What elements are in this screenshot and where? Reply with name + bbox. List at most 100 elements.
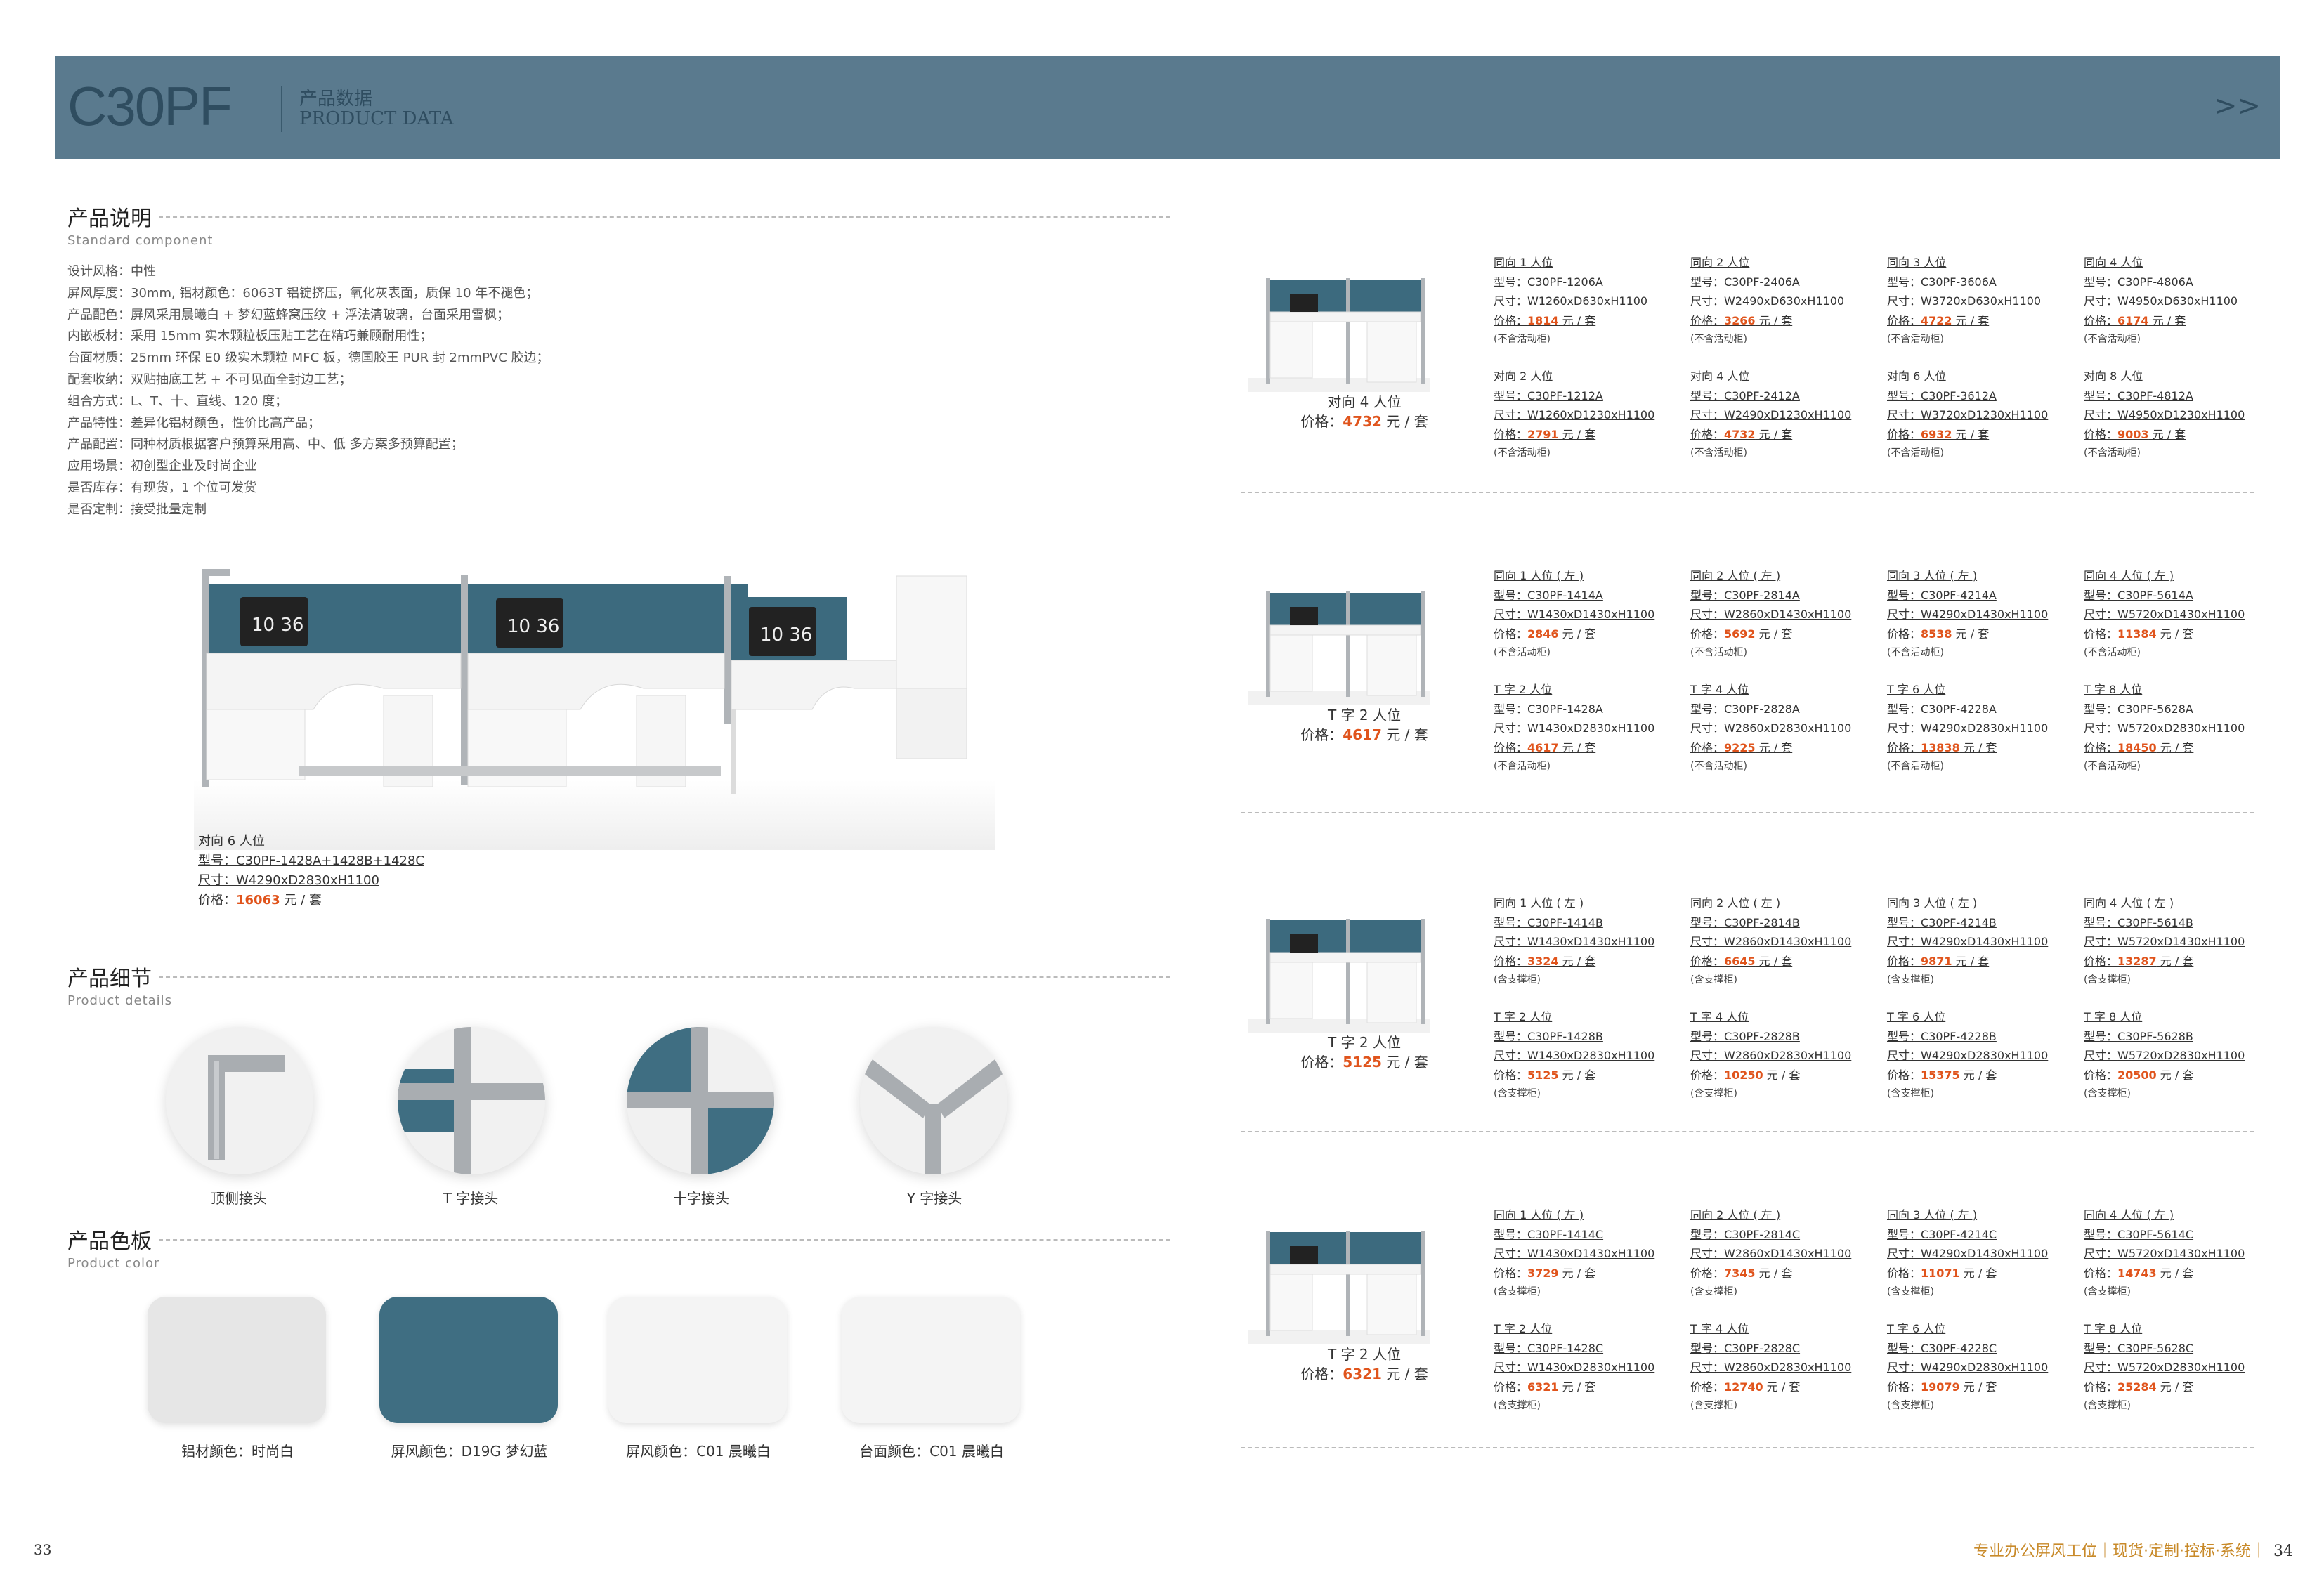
price-unit: 元 / 套 <box>1558 1266 1596 1280</box>
model-label: 型号： <box>2084 1029 2118 1043</box>
size-value: W4290xD2830xH1100 <box>1921 1049 2049 1062</box>
cell-name: 同向 3 人位 ( 左 ) <box>1887 569 1978 582</box>
description-title-en: Standard component <box>67 233 214 248</box>
model-value: C30PF-2814A <box>1724 588 1800 602</box>
cell-model: 型号：C30PF-4214A <box>1887 586 2077 606</box>
price-label: 价格： <box>1300 1054 1343 1071</box>
cell-model: 型号：C30PF-4214B <box>1887 913 2077 933</box>
block-caption: T 字 2 人位价格：5125 元 / 套 <box>1273 1033 1456 1072</box>
header-title-en: PRODUCT DATA <box>299 108 454 129</box>
cell-name: 对向 2 人位 <box>1494 369 1553 383</box>
block-title: T 字 2 人位 <box>1327 1346 1401 1363</box>
cell-note: (不含活动柜) <box>2084 447 2141 459</box>
cell-name: 对向 6 人位 <box>1887 369 1947 383</box>
size-value: W1430xD2830xH1100 <box>1527 1049 1655 1062</box>
cell-size: 尺寸：W1260xD630xH1100 <box>1494 292 1683 311</box>
size-label: 尺寸： <box>1494 721 1528 735</box>
cell-price: 价格：4617 元 / 套 <box>1494 738 1683 758</box>
price-value: 4732 <box>1724 427 1756 441</box>
price-label: 价格： <box>2084 954 2118 968</box>
cell-name: T 字 6 人位 <box>1887 683 1946 696</box>
cell-price: 价格：5692 元 / 套 <box>1690 624 1880 644</box>
price-value: 15375 <box>1921 1068 1960 1082</box>
model-value: C30PF-2814B <box>1724 915 1800 929</box>
cell-model: 型号：C30PF-1414A <box>1494 586 1683 606</box>
cell-name: T 字 4 人位 <box>1690 683 1749 696</box>
workstation-photo: 10 36 10 36 10 36 <box>194 569 995 850</box>
price-label: 价格： <box>1887 1068 1921 1082</box>
price-value: 4732 <box>1343 413 1382 430</box>
size-label: 尺寸： <box>1887 935 1921 948</box>
model-label: 型号： <box>1690 1341 1725 1355</box>
footer-tagline: 专业办公屏风工位｜现货·定制·控标·系统｜34 <box>1973 1538 2293 1561</box>
cell-price: 价格：11071 元 / 套 <box>1887 1264 2077 1283</box>
cell-model: 型号：C30PF-1428A <box>1494 700 1683 719</box>
price-label: 价格： <box>1494 1266 1528 1280</box>
price-unit: 元 / 套 <box>1959 1068 1997 1082</box>
spec-line: 产品特性：差异化铝材颜色，性价比高产品； <box>67 415 320 431</box>
cell-size: 尺寸：W2860xD1430xH1100 <box>1690 1244 1880 1264</box>
size-value: W2490xD1230xH1100 <box>1724 408 1852 421</box>
model-value: C30PF-5628C <box>2117 1341 2194 1355</box>
model-label: 型号： <box>1887 388 1921 403</box>
cell-name: T 字 4 人位 <box>1690 1322 1749 1335</box>
section-divider <box>1241 812 2254 813</box>
cell-name: 同向 1 人位 ( 左 ) <box>1494 896 1584 910</box>
cell-size: 尺寸：W5720xD1430xH1100 <box>2084 932 2273 952</box>
price-unit: 元 / 套 <box>2156 627 2194 641</box>
model-label: 型号： <box>1494 1227 1528 1241</box>
price-label: 价格： <box>1690 1380 1725 1394</box>
price-label: 价格： <box>1887 627 1921 641</box>
cell-model: 型号：C30PF-1414B <box>1494 913 1683 933</box>
next-page-icon[interactable]: >> <box>2213 90 2261 122</box>
cell-size: 尺寸：W2860xD1430xH1100 <box>1690 605 1880 624</box>
cell-name: 同向 2 人位 ( 左 ) <box>1690 1208 1781 1222</box>
cell-name: 同向 1 人位 ( 左 ) <box>1494 569 1584 582</box>
price-value: 16063 <box>236 893 280 908</box>
price-unit: 元 / 套 <box>1558 740 1596 754</box>
cell-model: 型号：C30PF-2814B <box>1690 913 1880 933</box>
price-value: 12740 <box>1724 1380 1763 1394</box>
block-caption: T 字 2 人位价格：6321 元 / 套 <box>1273 1344 1456 1384</box>
spec-line: 产品配色：屏风采用晨曦白 + 梦幻蓝蜂窝压纹 + 浮法清玻璃，台面采用雪枫； <box>67 307 510 322</box>
price-unit: 元 / 套 <box>2156 1380 2194 1394</box>
cell-model: 型号：C30PF-4228A <box>1887 700 2077 719</box>
size-label: 尺寸： <box>1887 721 1921 735</box>
price-value: 20500 <box>2117 1068 2157 1082</box>
price-value: 6321 <box>1527 1380 1559 1394</box>
price-label: 价格： <box>1690 954 1725 968</box>
cell-name: 同向 3 人位 ( 左 ) <box>1887 896 1978 910</box>
model-value: C30PF-3606A <box>1921 275 1997 289</box>
size-value: W5720xD2830xH1100 <box>2117 721 2245 735</box>
cell-size: 尺寸：W3720xD1230xH1100 <box>1887 405 2077 425</box>
size-label: 尺寸： <box>1690 721 1725 735</box>
cell-model: 型号：C30PF-1414C <box>1494 1225 1683 1245</box>
size-value: W5720xD1430xH1100 <box>2117 935 2245 948</box>
model-value: C30PF-2828B <box>1724 1029 1800 1043</box>
size-value: W4290xD1430xH1100 <box>1921 1247 2049 1260</box>
details-title-en: Product details <box>67 993 173 1008</box>
model-value: C30PF-2814C <box>1724 1227 1801 1241</box>
size-label: 尺寸： <box>198 873 236 888</box>
model-value: C30PF-4214B <box>1921 915 1997 929</box>
price-label: 价格： <box>2084 740 2118 754</box>
section-divider <box>159 216 1170 218</box>
spec-line: 产品配置：同种材质根据客户预算采用高、中、低 多方案多预算配置； <box>67 437 464 452</box>
model-label: 型号： <box>198 853 236 868</box>
cell-price: 价格：7345 元 / 套 <box>1690 1264 1880 1283</box>
cell-note: (不含活动柜) <box>1494 334 1551 345</box>
cell-name: 同向 1 人位 <box>1494 256 1553 269</box>
cell-model: 型号：C30PF-2412A <box>1690 386 1880 406</box>
cell-price: 价格：6645 元 / 套 <box>1690 952 1880 971</box>
header-band: C30PF 产品数据 PRODUCT DATA >> <box>55 56 2280 159</box>
size-value: W5720xD1430xH1100 <box>2117 608 2245 621</box>
